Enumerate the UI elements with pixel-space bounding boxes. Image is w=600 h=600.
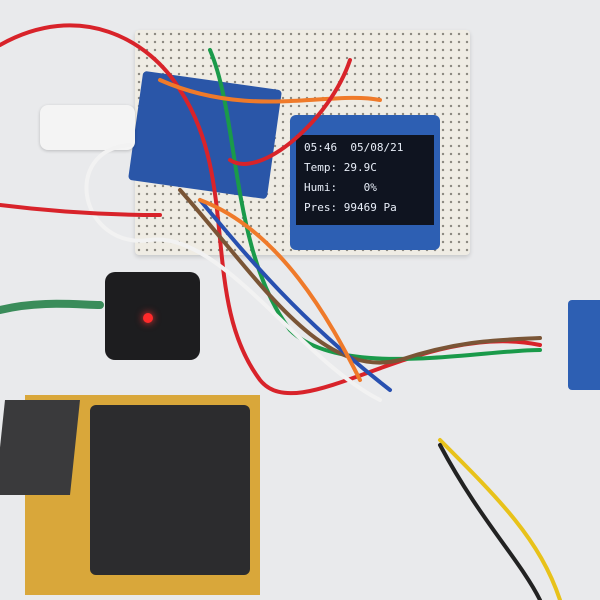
oled-temperature: Temp: 29.9C <box>304 161 377 174</box>
oled-humidity: Humi: 0% <box>304 181 377 194</box>
oled-time-date: 05:46 05/08/21 <box>304 141 404 154</box>
oled-pressure: Pres: 99469 Pa <box>304 201 397 214</box>
wire-orange <box>198 198 362 382</box>
bme-sensor-board <box>568 300 600 390</box>
wire-orange-2 <box>158 78 382 104</box>
wire-bundle <box>0 299 104 314</box>
wire-yellow <box>438 438 562 600</box>
oled-screen: 05:46 05/08/21 Temp: 29.9C Humi: 0% Pres… <box>296 135 434 225</box>
dust-sensor-housing <box>90 405 250 575</box>
usb-cable-plug <box>40 105 135 150</box>
wire-red-2 <box>0 203 162 217</box>
wire-black <box>438 443 542 600</box>
wire-green <box>208 48 542 361</box>
wire-red <box>0 23 542 396</box>
wire-red-3 <box>228 58 352 166</box>
wire-white <box>84 143 382 402</box>
red-led <box>143 313 153 323</box>
wire-blue <box>198 198 392 392</box>
wire-brown <box>178 188 542 365</box>
